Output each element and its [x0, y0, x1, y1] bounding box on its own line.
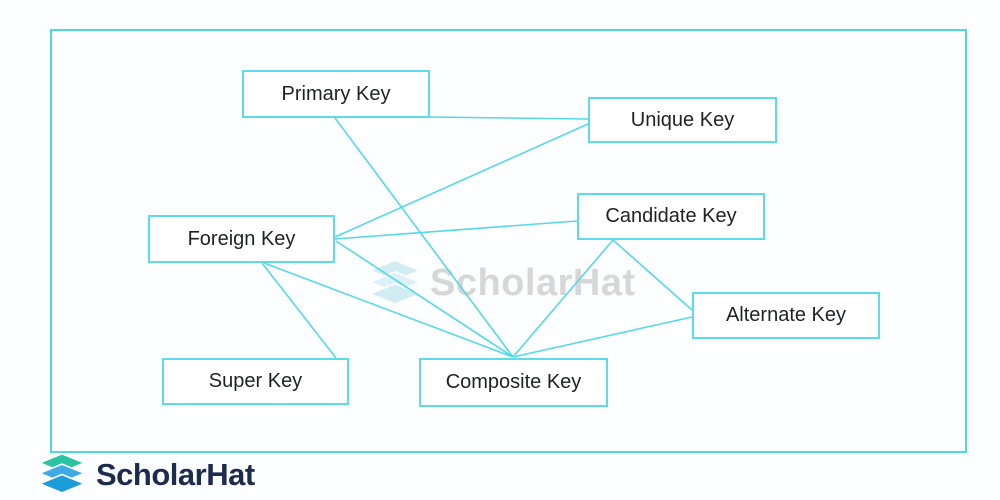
node-foreign-key: Foreign Key	[148, 215, 335, 263]
watermark-text: ScholarHat	[430, 262, 636, 304]
edge-foreign-key-candidate-key	[334, 220, 578, 240]
node-alternate-key: Alternate Key	[692, 292, 880, 339]
node-primary-key: Primary Key	[242, 70, 430, 118]
edge-foreign-key-composite-key	[335, 240, 514, 358]
edge-candidate-key-alternate-key	[612, 239, 693, 311]
watermark: ScholarHat	[368, 258, 636, 309]
diagram-border	[50, 29, 967, 453]
edge-foreign-key-unique-key	[334, 123, 589, 238]
scholarhat-logo-icon	[38, 452, 86, 494]
node-candidate-key: Candidate Key	[577, 193, 765, 240]
node-super-key: Super Key	[162, 358, 349, 405]
edge-primary-key-composite-key	[334, 117, 514, 358]
node-unique-key: Unique Key	[588, 97, 777, 143]
edge-foreign-key-composite-key	[263, 262, 514, 358]
node-composite-key: Composite Key	[419, 358, 608, 407]
edge-foreign-key-super-key	[261, 262, 337, 359]
scholarhat-logo: ScholarHat	[38, 452, 255, 497]
edge-primary-key-unique-key	[428, 116, 589, 120]
edge-candidate-key-composite-key	[512, 239, 614, 358]
edge-alternate-key-composite-key	[512, 316, 693, 358]
scholarhat-logo-text: ScholarHat	[96, 456, 255, 492]
